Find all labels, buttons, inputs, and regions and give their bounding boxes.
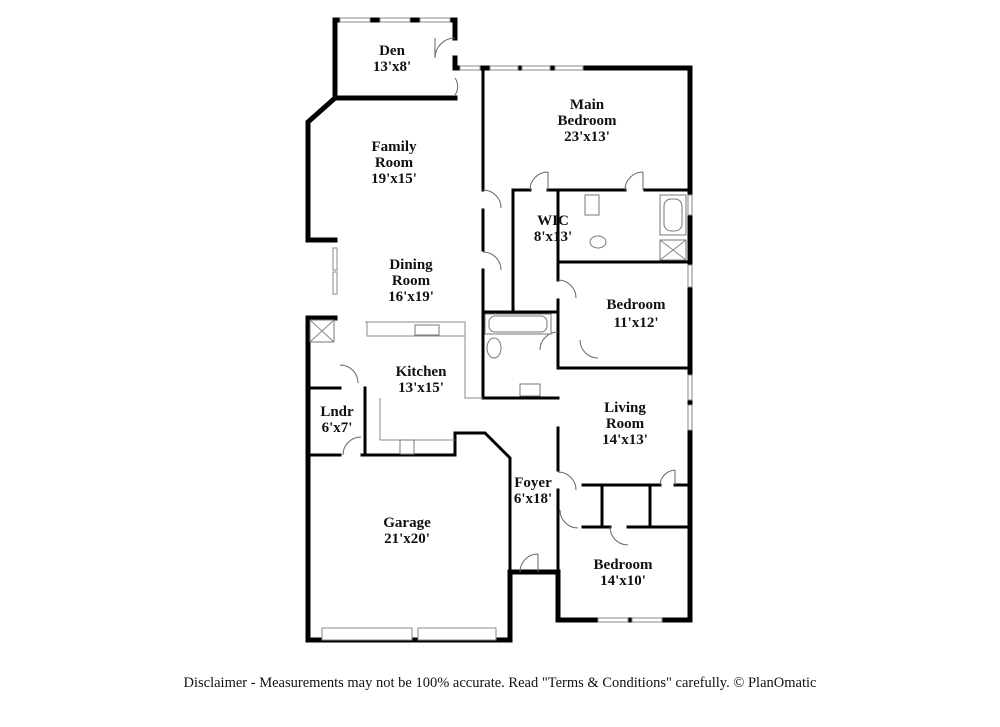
room-name: Foyer [514,475,552,491]
doors [339,37,676,573]
fixtures [399,194,687,455]
room-size: 23'x13' [564,129,610,145]
room-size: 13'x15' [398,380,444,396]
room-name: Bedroom [594,557,653,573]
room-label-den: Den 13'x8' [373,43,411,75]
room-name-line1: Dining [389,257,433,273]
room-name: Garage [383,515,431,531]
room-name: Bedroom [607,297,666,313]
room-label-wic: WIC 8'x13' [534,213,572,245]
room-size: 6'x18' [514,491,552,507]
room-size: 11'x12' [613,315,658,331]
room-label-main-bedroom: Main Bedroom 23'x13' [558,97,617,145]
room-size: 21'x20' [384,531,430,547]
room-name-line1: Family [372,139,417,155]
windows [321,17,693,641]
interior-walls [306,66,692,574]
disclaimer-text: Disclaimer - Measurements may not be 100… [183,675,817,691]
room-size: 8'x13' [534,229,572,245]
room-label-bedroom-3: Bedroom 14'x10' [594,557,653,589]
room-size: 19'x15' [371,171,417,187]
room-label-bedroom-2: Bedroom 11'x12' [607,297,666,331]
room-label-foyer: Foyer 6'x18' [514,475,552,507]
room-name-line2: Room [606,416,645,432]
room-label-living-room: Living Room 14'x13' [602,400,648,448]
room-name: Kitchen [396,364,447,380]
room-label-family-room: Family Room 19'x15' [371,139,417,187]
room-name: Den [379,43,405,59]
room-size: 14'x10' [600,573,646,589]
room-size: 14'x13' [602,432,648,448]
room-name-line2: Bedroom [558,113,617,129]
room-name-line2: Room [375,155,414,171]
room-size: 13'x8' [373,59,411,75]
room-label-laundry: Lndr 6'x7' [320,404,354,436]
room-name-line2: Room [392,273,431,289]
room-name-line1: Living [604,400,646,416]
room-label-kitchen: Kitchen 13'x15' [396,364,447,396]
room-name: Lndr [320,404,354,420]
room-label-garage: Garage 21'x20' [383,515,431,547]
room-size: 6'x7' [322,420,353,436]
room-size: 16'x19' [388,289,434,305]
room-name-line1: Main [570,97,605,113]
room-label-dining-room: Dining Room 16'x19' [388,257,434,305]
room-name: WIC [537,213,569,229]
